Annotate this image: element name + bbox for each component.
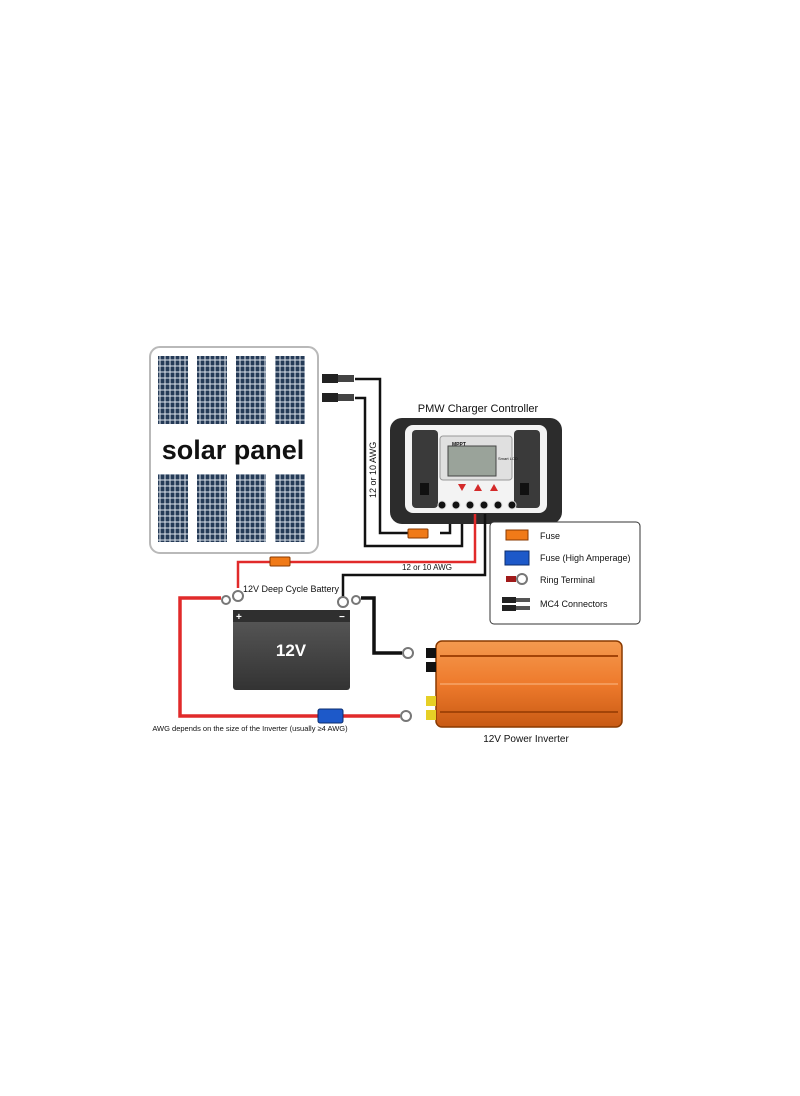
panel-cells-top [158,356,305,424]
battery: 12V Deep Cycle Battery + − 12V [233,584,350,690]
inverter-awg-note: AWG depends on the size of the Inverter … [152,724,348,733]
controller-brand: MPPT [452,442,466,448]
controller-subbrand: Smart LCD [498,456,518,461]
legend-label: Fuse (High Amperage) [540,553,631,563]
charge-controller: PMW Charger Controller MPPT Smart LCD [390,403,562,524]
battery-plus-label: + [236,612,242,623]
mc4-connector-icon [322,374,354,402]
high-amperage-fuse-icon [317,708,344,724]
fuse-icon [269,556,291,567]
wires-battery-to-inverter [178,596,402,718]
usb-port-icon [420,483,529,495]
wire-gauge-label-vertical: 12 or 10 AWG [368,442,378,498]
legend-item-high-amperage-fuse: Fuse (High Amperage) [504,550,631,566]
controller-terminals [437,500,517,510]
legend: Fuse Fuse (High Amperage) Ring Terminal … [489,521,641,625]
battery-title: 12V Deep Cycle Battery [243,584,340,594]
battery-minus-label: − [339,612,345,623]
legend-item-ring-terminal: Ring Terminal [506,573,595,585]
panel-cells-bottom [158,474,305,542]
fuse-icon [505,529,529,541]
wires-controller-to-battery [236,514,487,597]
solar-panel: solar panel [149,346,319,554]
legend-label: Ring Terminal [540,575,595,585]
legend-label: MC4 Connectors [540,599,608,609]
wire-gauge-label-horizontal: 12 or 10 AWG [402,563,452,572]
fuse-icon [407,528,429,539]
battery-voltage-label: 12V [276,641,307,660]
ring-terminal-icon [221,590,414,722]
high-amperage-fuse-icon [504,550,530,566]
controller-title: PMW Charger Controller [418,403,539,415]
controller-buttons [458,484,498,491]
power-inverter: 12V Power Inverter [426,640,623,745]
inverter-title: 12V Power Inverter [483,734,569,745]
solar-panel-label: solar panel [162,435,305,465]
mc4-connector-icon [502,597,516,603]
lcd-screen [447,445,497,477]
legend-item-fuse: Fuse [505,529,560,541]
legend-item-mc4-connectors: MC4 Connectors [502,597,608,611]
ring-terminal-icon [506,576,516,582]
legend-label: Fuse [540,531,560,541]
